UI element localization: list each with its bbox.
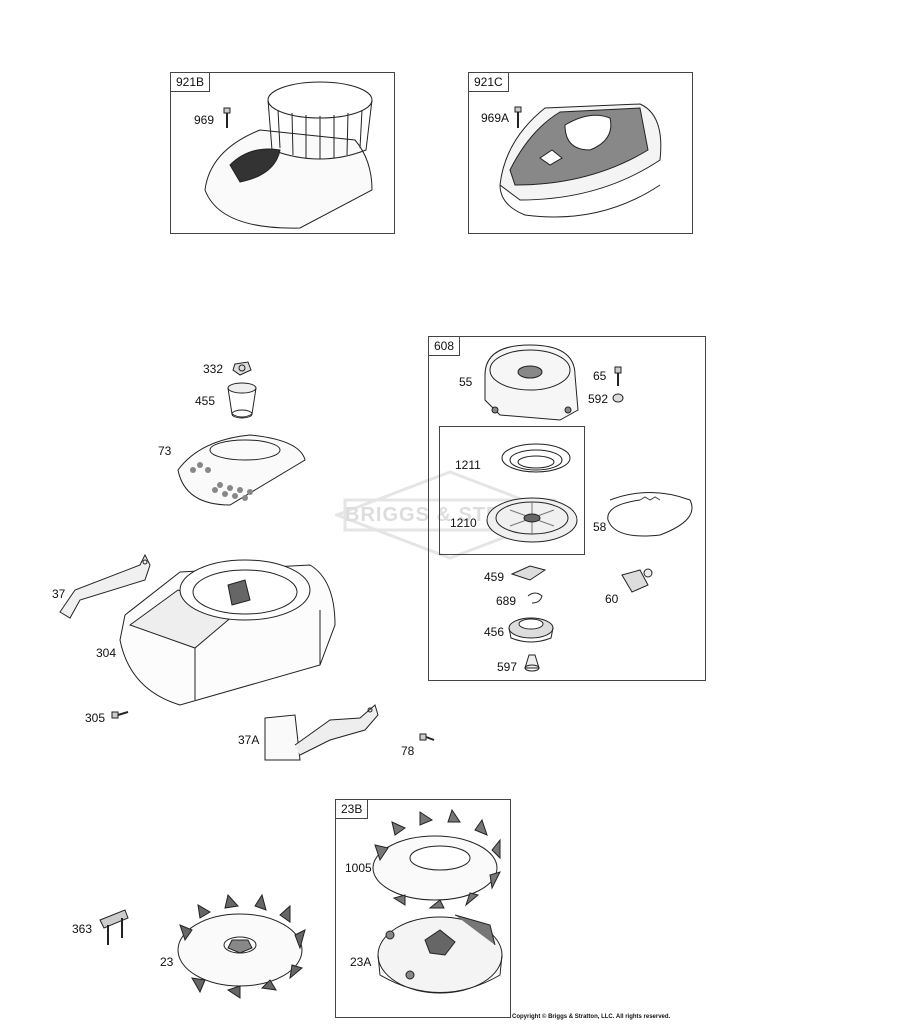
part-shroud-921b bbox=[204, 81, 373, 229]
housing-304 bbox=[119, 559, 336, 706]
callout-1005: 1005 bbox=[345, 861, 372, 875]
callout-459: 459 bbox=[484, 570, 505, 584]
callout-304: 304 bbox=[96, 646, 117, 660]
group-box-608: 608 bbox=[428, 336, 706, 681]
group-label-921c: 921C bbox=[469, 73, 509, 92]
pawl-459 bbox=[510, 565, 547, 581]
callout-592: 592 bbox=[588, 392, 609, 406]
group-box-921c: 921C bbox=[468, 72, 693, 234]
copyright-notice: Copyright © Briggs & Stratton, LLC. All … bbox=[512, 1014, 671, 1020]
callout-78: 78 bbox=[401, 744, 415, 758]
clamp-363 bbox=[99, 909, 129, 945]
spring-1211 bbox=[501, 443, 571, 473]
handle-60 bbox=[621, 568, 653, 593]
rope-58 bbox=[607, 492, 693, 537]
part-cover-921c bbox=[499, 103, 662, 218]
washer-592 bbox=[612, 393, 624, 403]
group-label-921b: 921B bbox=[171, 73, 211, 92]
callout-23: 23 bbox=[160, 955, 174, 969]
callout-969: 969 bbox=[194, 113, 215, 127]
callout-60: 60 bbox=[605, 592, 619, 606]
callout-1210: 1210 bbox=[450, 516, 477, 530]
callout-332: 332 bbox=[203, 362, 224, 376]
group-box-23b: 23B bbox=[335, 799, 511, 1018]
callout-23a: 23A bbox=[350, 955, 372, 969]
callout-73: 73 bbox=[158, 444, 172, 458]
bolt-597 bbox=[524, 654, 540, 672]
callout-689: 689 bbox=[496, 594, 517, 608]
flywheel-23 bbox=[177, 893, 306, 999]
cup-456 bbox=[508, 617, 554, 643]
callout-305: 305 bbox=[85, 711, 106, 725]
group-label-23b: 23B bbox=[336, 800, 369, 819]
flywheel-23a bbox=[377, 914, 503, 994]
guide-37a bbox=[264, 704, 379, 761]
callout-1211: 1211 bbox=[455, 458, 481, 472]
callout-37a: 37A bbox=[238, 733, 260, 747]
pulley-1210 bbox=[486, 497, 578, 543]
callout-37: 37 bbox=[52, 587, 66, 601]
callout-65: 65 bbox=[593, 369, 607, 383]
screw-969 bbox=[223, 107, 231, 128]
callout-597: 597 bbox=[497, 660, 518, 674]
group-box-921b: 921B bbox=[170, 72, 395, 234]
group-label-608: 608 bbox=[429, 337, 461, 356]
callout-455: 455 bbox=[195, 394, 216, 408]
callout-969a: 969A bbox=[481, 111, 510, 125]
callout-363: 363 bbox=[72, 922, 93, 936]
clip-689 bbox=[527, 592, 543, 604]
screw-65 bbox=[614, 366, 622, 386]
callout-58: 58 bbox=[593, 520, 607, 534]
callout-456: 456 bbox=[484, 625, 505, 639]
subgroup-box-spring-pulley bbox=[439, 426, 585, 555]
screw-305 bbox=[111, 711, 129, 719]
screw-969a bbox=[514, 106, 522, 128]
fan-1005 bbox=[372, 808, 501, 909]
cup-455 bbox=[227, 382, 257, 419]
screw-78 bbox=[419, 733, 435, 741]
screen-73 bbox=[177, 434, 306, 506]
nut-332 bbox=[232, 361, 252, 376]
starter-housing-55 bbox=[484, 344, 579, 421]
callout-55: 55 bbox=[459, 375, 473, 389]
bracket-37 bbox=[59, 553, 151, 619]
